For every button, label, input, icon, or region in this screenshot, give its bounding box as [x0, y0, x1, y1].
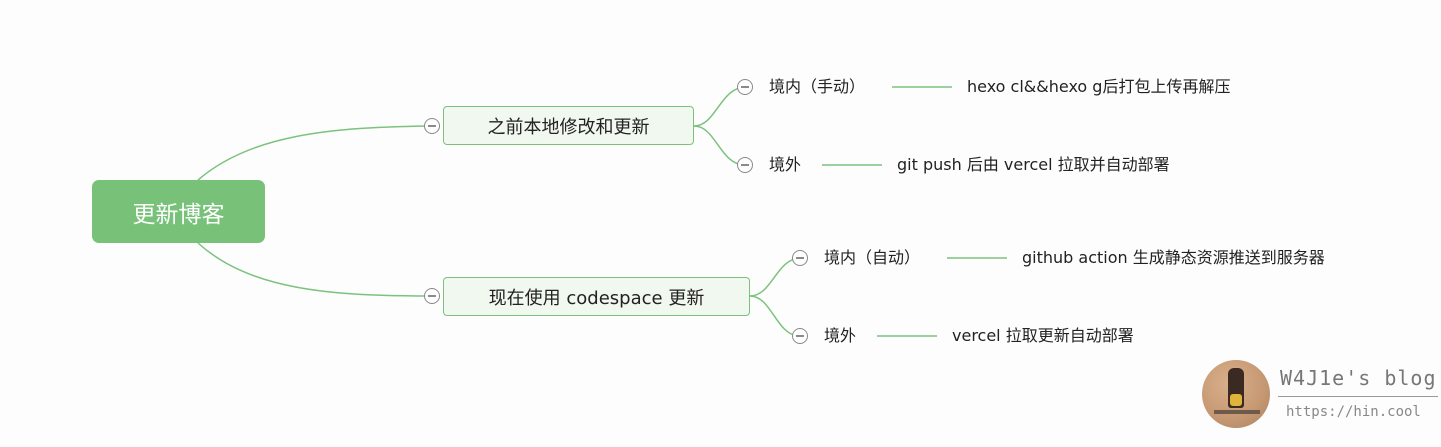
leaf-domestic-auto[interactable]: 境内（自动） [824, 248, 921, 267]
leaf-overseas-2-detail[interactable]: vercel 拉取更新自动部署 [952, 326, 1134, 345]
connector-branch-2-leaf-1 [749, 257, 801, 297]
leaf-domestic-manual[interactable]: 境内（手动） [769, 77, 866, 96]
blog-name: W4J1e's blog [1280, 366, 1437, 390]
avatar-bench-icon [1214, 410, 1260, 414]
branch-node-local-update[interactable]: 之前本地修改和更新 [443, 106, 694, 145]
avatar-figure-icon [1228, 368, 1244, 408]
connector-branch-1-leaf-1 [693, 86, 746, 127]
leaf-1-1-collapse-icon[interactable] [737, 79, 753, 95]
leaf-domestic-manual-detail[interactable]: hexo cl&&hexo g后打包上传再解压 [967, 77, 1231, 96]
leaf-2-2-collapse-icon[interactable] [792, 328, 808, 344]
branch-node-codespace-update[interactable]: 现在使用 codespace 更新 [443, 277, 750, 316]
leaf-overseas-1[interactable]: 境外 [769, 155, 802, 174]
blog-watermark: W4J1e's blog https://hin.cool [1202, 358, 1438, 430]
branch-2-collapse-icon[interactable] [424, 288, 440, 304]
leaf-1-2-collapse-icon[interactable] [737, 157, 753, 173]
blog-divider [1278, 396, 1438, 397]
root-node[interactable]: 更新博客 [92, 180, 265, 243]
avatar [1202, 360, 1270, 428]
connector-branch-2-leaf-2 [749, 295, 801, 337]
leaf-overseas-2[interactable]: 境外 [824, 326, 857, 345]
connector-root-branch-1 [197, 125, 433, 181]
blog-url: https://hin.cool [1286, 404, 1421, 420]
connector-branch-1-leaf-2 [693, 125, 746, 166]
leaf-overseas-1-detail[interactable]: git push 后由 vercel 拉取并自动部署 [897, 155, 1170, 174]
leaf-domestic-auto-detail[interactable]: github action 生成静态资源推送到服务器 [1022, 248, 1325, 267]
connector-root-branch-2 [197, 242, 433, 297]
leaf-2-1-collapse-icon[interactable] [792, 250, 808, 266]
branch-1-collapse-icon[interactable] [424, 118, 440, 134]
